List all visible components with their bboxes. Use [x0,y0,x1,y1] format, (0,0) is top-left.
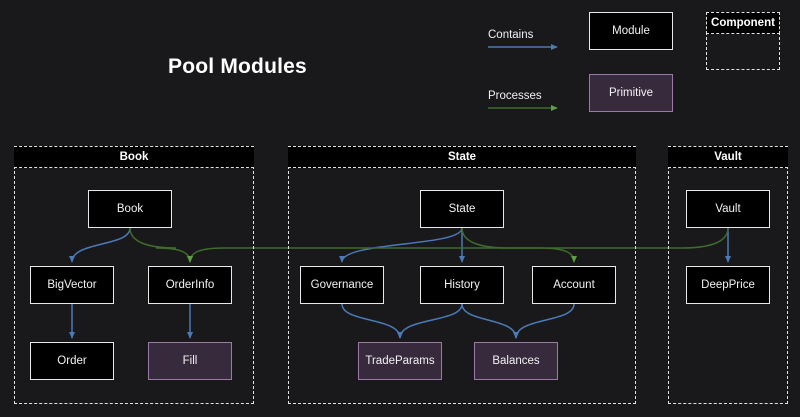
node-state[interactable]: State [420,190,504,228]
component-header-vault: Vault [668,146,788,168]
node-label-governance: Governance [311,279,374,292]
node-label-tradeparams: TradeParams [365,355,434,368]
node-label-order: Order [57,355,86,368]
node-label-vault: Vault [715,203,740,216]
component-label-book: Book [120,151,149,163]
node-fill[interactable]: Fill [148,342,232,380]
node-orderinfo[interactable]: OrderInfo [148,266,232,304]
legend-swatch-primitive: Primitive [589,74,673,112]
node-label-state: State [449,203,476,216]
node-order[interactable]: Order [30,342,114,380]
node-label-history: History [444,279,480,292]
node-governance[interactable]: Governance [300,266,384,304]
legend-component-header: Component [706,12,780,34]
node-account[interactable]: Account [532,266,616,304]
node-label-orderinfo: OrderInfo [166,279,215,292]
component-label-state: State [448,151,476,163]
component-header-book: Book [14,146,254,168]
node-bigvector[interactable]: BigVector [30,266,114,304]
node-tradeparams[interactable]: TradeParams [358,342,442,380]
node-label-book: Book [117,203,143,216]
node-label-bigvector: BigVector [47,279,96,292]
component-label-vault: Vault [714,151,741,163]
node-vault[interactable]: Vault [686,190,770,228]
node-deepprice[interactable]: DeepPrice [686,266,770,304]
page-title: Pool Modules [168,55,307,79]
component-header-state: State [288,146,636,168]
legend-swatch-module-label: Module [612,25,650,37]
node-history[interactable]: History [420,266,504,304]
node-label-balances: Balances [492,355,539,368]
legend-edge-label-contains: Contains [488,29,533,41]
node-book[interactable]: Book [88,190,172,228]
legend-swatch-module: Module [589,12,673,50]
legend-swatch-primitive-label: Primitive [609,87,653,99]
node-label-account: Account [553,279,595,292]
node-label-fill: Fill [183,355,198,368]
node-balances[interactable]: Balances [474,342,558,380]
node-label-deepprice: DeepPrice [701,279,755,292]
legend-edge-label-processes: Processes [488,90,542,102]
legend-component-label: Component [711,17,775,29]
